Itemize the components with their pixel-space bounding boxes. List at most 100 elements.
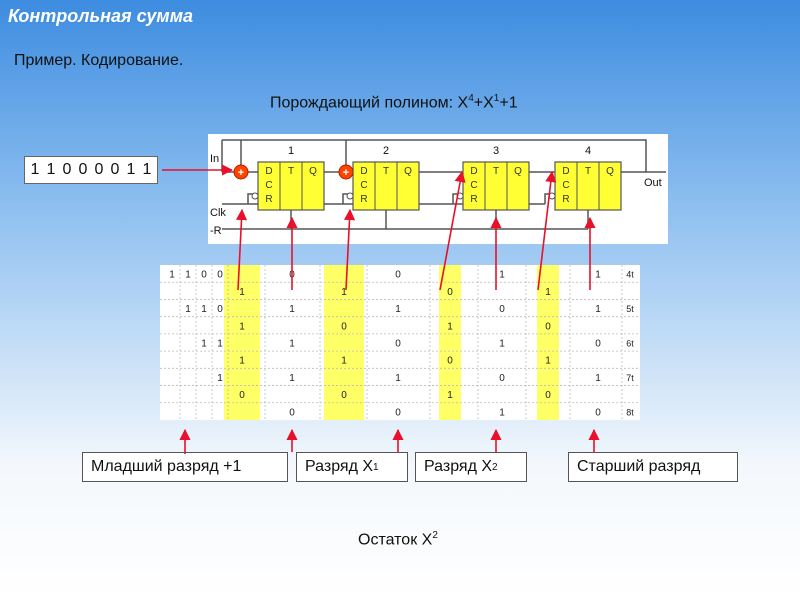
highlight-column bbox=[439, 265, 461, 420]
state-bit: 1 bbox=[289, 339, 295, 350]
left-bit: 1 bbox=[201, 304, 207, 315]
example-subtitle: Пример. Кодирование. bbox=[14, 52, 184, 69]
time-label: 4t bbox=[626, 270, 634, 280]
left-bit: 0 bbox=[217, 270, 223, 281]
flipflop-body bbox=[554, 161, 622, 211]
state-bit: 0 bbox=[499, 373, 505, 384]
time-label: 8t bbox=[626, 407, 634, 417]
time-label: 5t bbox=[626, 304, 634, 314]
state-bit: 0 bbox=[341, 390, 347, 401]
seq-bit: 0 bbox=[78, 161, 88, 178]
poly-prefix: Порождающий полином: X bbox=[270, 94, 469, 112]
left-bit: 1 bbox=[217, 339, 223, 350]
reset-label: -R bbox=[210, 225, 222, 237]
stage-number: 3 bbox=[493, 145, 499, 157]
stage-number: 2 bbox=[383, 145, 389, 157]
state-bit: 0 bbox=[289, 407, 295, 418]
remainder-text: Остаток X bbox=[358, 531, 433, 549]
seq-bit: 1 bbox=[46, 161, 56, 178]
poly-mid: +X bbox=[473, 94, 494, 112]
seq-bit: 0 bbox=[110, 161, 120, 178]
state-bit: 1 bbox=[595, 304, 601, 315]
state-bit: 1 bbox=[595, 270, 601, 281]
state-bit: 0 bbox=[447, 287, 453, 298]
state-bit: 1 bbox=[395, 373, 401, 384]
state-bit: 1 bbox=[239, 321, 245, 332]
clock-inverter bbox=[251, 192, 259, 200]
poly-exp2: 1 bbox=[493, 93, 500, 104]
seq-bit: 0 bbox=[62, 161, 72, 178]
state-bit: 1 bbox=[499, 407, 505, 418]
state-bit: 1 bbox=[395, 304, 401, 315]
pin-t: T bbox=[383, 166, 389, 177]
out-label: Out bbox=[644, 177, 662, 189]
state-bit: 1 bbox=[289, 304, 295, 315]
x1-label-text: Разряд X bbox=[305, 458, 374, 475]
left-bit: 0 bbox=[201, 270, 207, 281]
state-bit: 0 bbox=[289, 270, 295, 281]
pin-q: Q bbox=[514, 166, 522, 177]
pin-t: T bbox=[493, 166, 499, 177]
state-bit: 1 bbox=[341, 287, 347, 298]
pin-r: R bbox=[562, 194, 569, 205]
pin-q: Q bbox=[309, 166, 317, 177]
pin-c: C bbox=[470, 180, 477, 191]
state-bit: 0 bbox=[545, 390, 551, 401]
slide-title: Контрольная сумма bbox=[8, 6, 194, 26]
state-bit: 0 bbox=[395, 270, 401, 281]
state-bit: 1 bbox=[239, 356, 245, 367]
state-bit: 1 bbox=[341, 356, 347, 367]
xor-adder bbox=[233, 164, 249, 180]
flipflop-body bbox=[257, 161, 325, 211]
state-bit: 0 bbox=[595, 339, 601, 350]
state-bit: 0 bbox=[395, 339, 401, 350]
flipflop-body bbox=[352, 161, 420, 211]
highlight-column bbox=[224, 265, 260, 420]
pin-c: C bbox=[360, 180, 367, 191]
state-bit: 0 bbox=[395, 407, 401, 418]
remainder-exp: 2 bbox=[432, 530, 438, 541]
state-bit: 1 bbox=[499, 339, 505, 350]
pin-d: D bbox=[265, 166, 272, 177]
left-bit: 1 bbox=[217, 373, 223, 384]
clock-inverter bbox=[548, 192, 556, 200]
remainder-caption: Остаток X2 bbox=[358, 530, 438, 549]
stage-number: 1 bbox=[288, 145, 294, 157]
x2-label-exp: 2 bbox=[492, 461, 498, 473]
seq-bit: 1 bbox=[126, 161, 136, 178]
in-label: In bbox=[210, 153, 219, 165]
pin-r: R bbox=[360, 194, 367, 205]
adder-symbol: + bbox=[343, 167, 349, 179]
state-bit: 0 bbox=[545, 321, 551, 332]
pin-t: T bbox=[288, 166, 294, 177]
pin-d: D bbox=[470, 166, 477, 177]
highlight-column bbox=[537, 265, 559, 420]
pin-c: C bbox=[265, 180, 272, 191]
left-bit: 0 bbox=[217, 304, 223, 315]
state-bit: 1 bbox=[239, 287, 245, 298]
x1-label-exp: 1 bbox=[373, 461, 379, 473]
seq-bit: 0 bbox=[94, 161, 104, 178]
state-bit: 1 bbox=[447, 321, 453, 332]
x2-label-text: Разряд X bbox=[424, 458, 493, 475]
generator-polynomial: Порождающий полином: X4+X1+1 bbox=[270, 93, 518, 112]
left-bit: 1 bbox=[169, 270, 175, 281]
state-bit: 1 bbox=[447, 390, 453, 401]
state-bit: 0 bbox=[239, 390, 245, 401]
circuit-wire bbox=[222, 139, 666, 173]
pin-d: D bbox=[360, 166, 367, 177]
state-bit: 1 bbox=[545, 287, 551, 298]
left-bit: 1 bbox=[185, 270, 191, 281]
left-bit: 1 bbox=[185, 304, 191, 315]
lsb-label: Младший разряд +1 bbox=[82, 452, 288, 482]
state-bit: 0 bbox=[595, 407, 601, 418]
state-bit: 1 bbox=[595, 373, 601, 384]
